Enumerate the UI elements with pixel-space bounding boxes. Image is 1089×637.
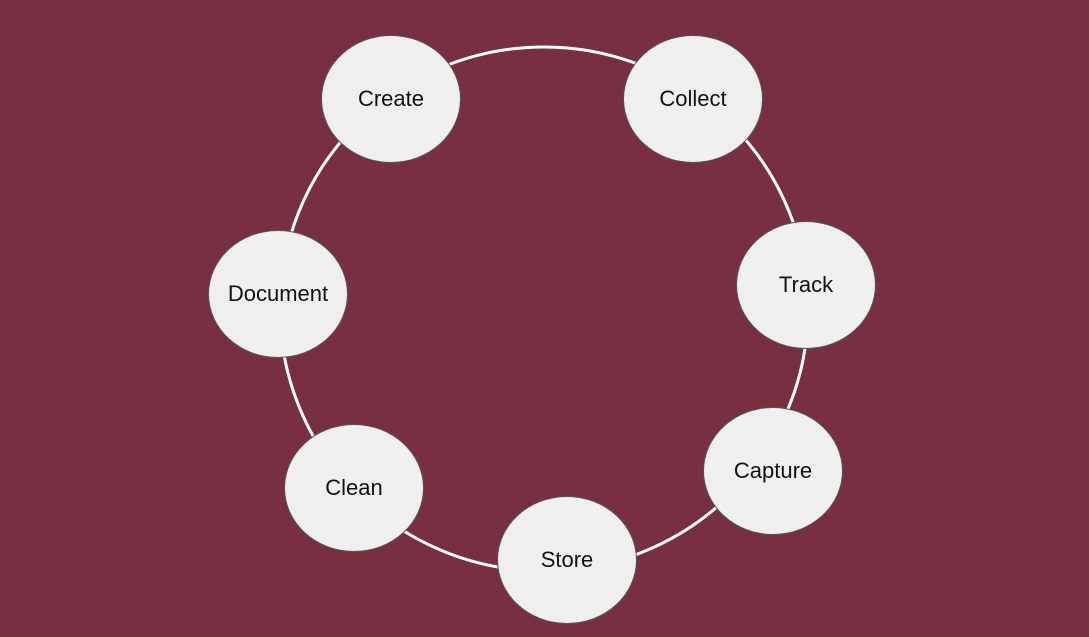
- cycle-node-collect[interactable]: Collect: [623, 35, 763, 163]
- cycle-node-track[interactable]: Track: [736, 221, 876, 349]
- cycle-node-document[interactable]: Document: [208, 230, 348, 358]
- cycle-node-label: Track: [778, 272, 834, 297]
- cycle-node-label: Capture: [733, 458, 813, 483]
- cycle-node-label: Store: [540, 547, 594, 572]
- cycle-node-label: Document: [227, 281, 329, 306]
- cycle-node-create[interactable]: Create: [321, 35, 461, 163]
- cycle-node-label: Collect: [659, 86, 727, 111]
- cycle-node-capture[interactable]: Capture: [703, 407, 843, 535]
- cycle-node-store[interactable]: Store: [497, 496, 637, 624]
- cycle-node-clean[interactable]: Clean: [284, 424, 424, 552]
- cycle-node-label: Create: [357, 86, 425, 111]
- cycle-node-label: Clean: [325, 475, 383, 500]
